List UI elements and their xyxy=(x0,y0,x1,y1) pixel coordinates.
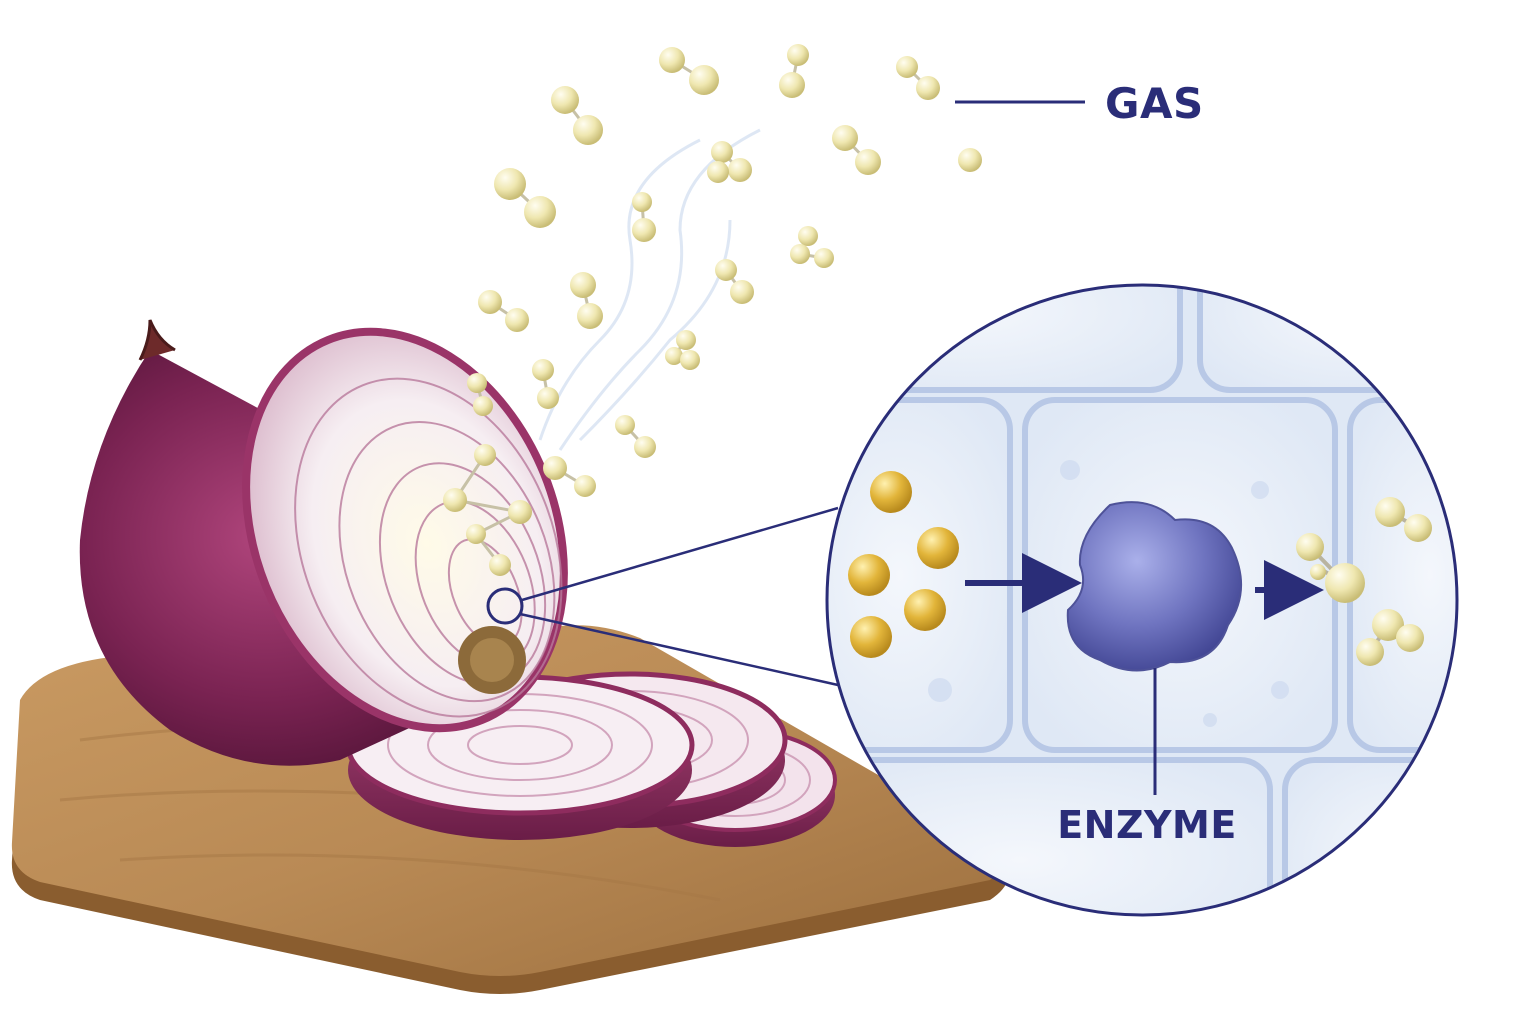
substrate-sphere-icon xyxy=(917,527,959,569)
product-molecules xyxy=(1296,497,1432,666)
diatomic-molecule-icon xyxy=(896,56,940,100)
substrate-molecules xyxy=(848,471,959,658)
diatomic-molecule-icon xyxy=(707,141,752,183)
substrate-sphere-icon xyxy=(904,589,946,631)
diatomic-molecule-icon xyxy=(532,359,559,409)
gas-atom-icon xyxy=(958,148,982,172)
diatomic-molecule-icon xyxy=(1375,497,1432,542)
diatomic-molecule-icon xyxy=(615,415,656,458)
gas-label: GAS xyxy=(1105,79,1204,128)
diatomic-molecule-icon xyxy=(570,272,603,329)
half-onion xyxy=(79,319,568,766)
substrate-sphere-icon xyxy=(850,616,892,658)
gas-label-group: GAS xyxy=(955,79,1204,128)
onion-slice xyxy=(345,674,695,840)
diatomic-molecule-icon xyxy=(551,86,603,145)
zoom-indicator xyxy=(486,506,839,687)
enzyme-blob-icon xyxy=(1066,501,1242,672)
diatomic-molecule-icon xyxy=(467,373,493,416)
substrate-sphere-icon xyxy=(848,554,890,596)
triatomic-molecule-icon xyxy=(1296,533,1365,603)
diatomic-molecule-icon xyxy=(779,44,809,98)
onion-slices xyxy=(345,671,837,847)
diatomic-molecule-icon xyxy=(478,290,529,332)
zoom-source-circle xyxy=(486,587,524,625)
diatomic-molecule-icon xyxy=(665,330,700,370)
diatomic-molecule-icon xyxy=(832,125,881,175)
gas-molecules xyxy=(443,44,982,576)
diatomic-molecule-icon xyxy=(543,456,596,497)
diatomic-molecule-icon xyxy=(659,47,719,95)
diatomic-molecule-icon xyxy=(715,259,754,304)
diatomic-molecule-icon xyxy=(443,444,532,576)
enzyme-label: ENZYME xyxy=(1057,803,1237,847)
diatomic-molecule-icon xyxy=(494,168,556,228)
substrate-sphere-icon xyxy=(870,471,912,513)
diatomic-molecule-icon xyxy=(790,226,834,268)
triatomic-molecule-icon xyxy=(1356,609,1424,666)
diatomic-molecule-icon xyxy=(632,192,656,242)
